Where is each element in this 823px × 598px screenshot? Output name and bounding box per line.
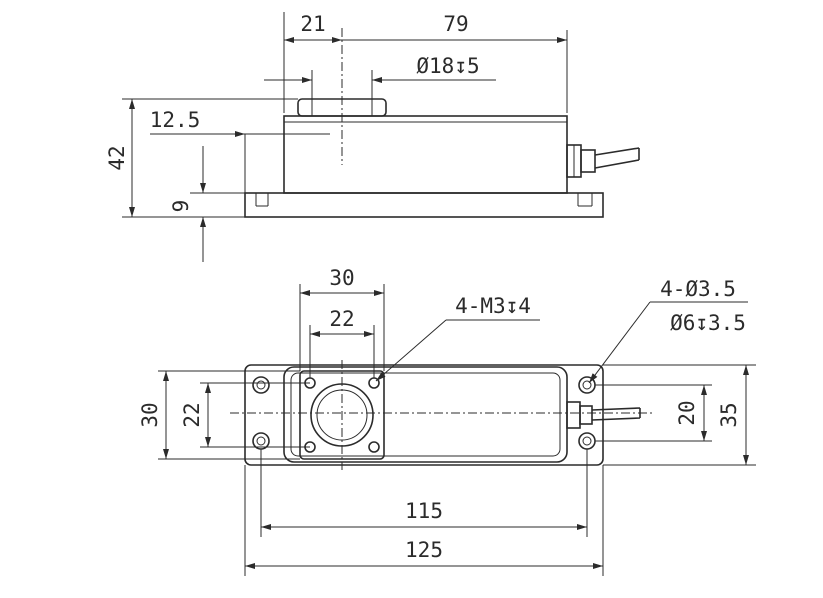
- side-cable-gland-nut: [580, 149, 596, 173]
- mount-hole-inner: [256, 436, 266, 446]
- dim-label-22-left: 22: [180, 402, 204, 427]
- leader-hole: [588, 301, 651, 384]
- callout-hole-1: 4-Ø3.5: [660, 277, 736, 301]
- side-body: [283, 115, 568, 194]
- plan-body: [283, 366, 568, 463]
- dim-label-bore: Ø18↧5: [416, 54, 479, 78]
- dim-label-9: 9: [169, 200, 193, 213]
- dim-label-79: 79: [443, 12, 468, 36]
- plan-cable-gland-nut: [579, 405, 593, 425]
- dim-label-115: 115: [405, 499, 443, 523]
- dim-label-21: 21: [300, 12, 325, 36]
- mount-hole-inner: [582, 380, 592, 390]
- plan-cable-gland: [566, 401, 581, 429]
- leader-m3: [375, 319, 447, 382]
- mount-hole-icon: [578, 432, 596, 450]
- dim-label-12-5: 12.5: [150, 108, 201, 132]
- mount-hole-icon: [252, 376, 270, 394]
- dim-label-35-right: 35: [717, 402, 741, 427]
- mount-hole-icon: [578, 376, 596, 394]
- side-base-plate: [244, 192, 604, 218]
- plan-cable: [591, 407, 641, 421]
- plan-base-plate: [244, 364, 604, 466]
- mount-hole-inner: [256, 380, 266, 390]
- dim-label-42: 42: [105, 145, 129, 170]
- side-view: 21 79 Ø18↧5 42 12.5 9: [105, 12, 640, 262]
- plan-body-inner: [290, 372, 561, 457]
- plan-view: 30 22 4-M3↧4 4-Ø3.5 Ø6↧3.5 30 22 20 35: [138, 266, 756, 576]
- dim-label-22-top: 22: [329, 307, 354, 331]
- dim-label-30-left: 30: [138, 402, 162, 427]
- m3-hole-icon: [368, 441, 380, 453]
- dim-label-125: 125: [405, 538, 443, 562]
- callout-m3: 4-M3↧4: [455, 294, 531, 318]
- callout-hole-2: Ø6↧3.5: [670, 311, 746, 335]
- dim-label-30-top: 30: [329, 266, 354, 290]
- side-cable: [594, 147, 640, 169]
- mount-hole-inner: [582, 436, 592, 446]
- dim-label-20-right: 20: [675, 400, 699, 425]
